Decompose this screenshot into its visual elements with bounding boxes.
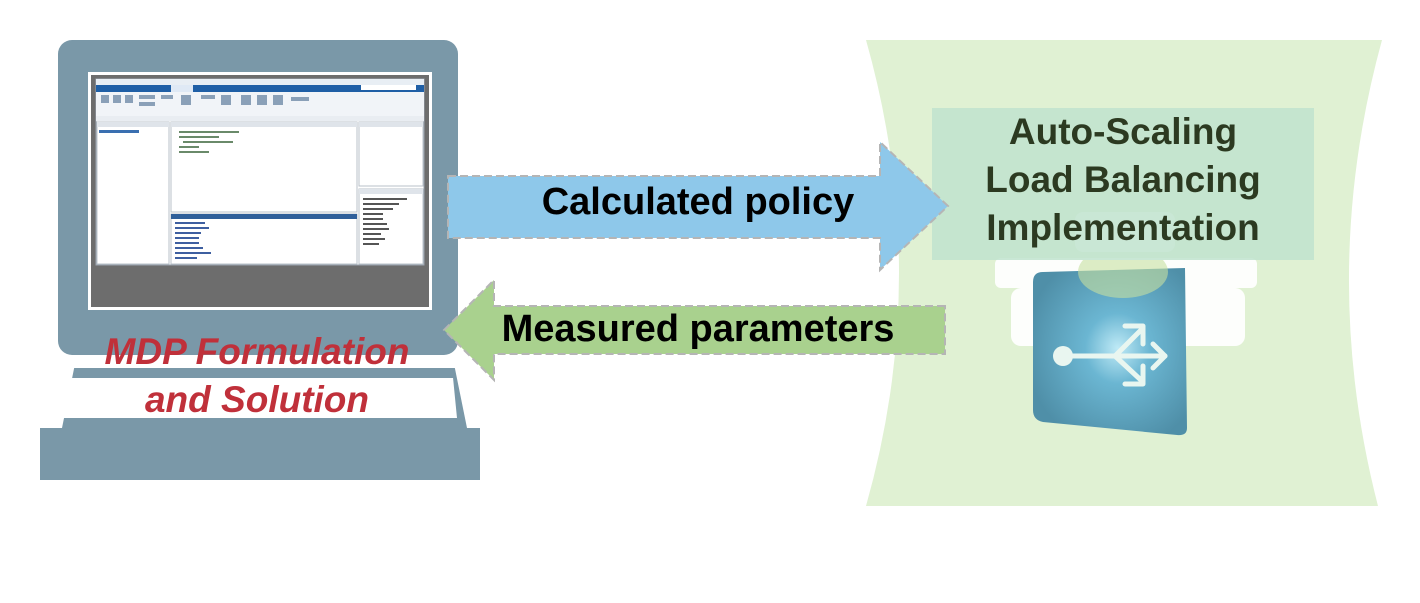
stand-label-panel <box>62 378 457 418</box>
matlab-window-image <box>91 75 429 307</box>
system-title-line1: Auto-Scaling <box>1008 111 1238 152</box>
system-title-line3: Implementation <box>986 207 1260 248</box>
measured-parameters-arrow <box>442 277 946 383</box>
computer-label: MDP Formulation and Solution <box>62 328 452 424</box>
matlab-screenshot <box>88 72 432 310</box>
computer-label-line1: MDP Formulation <box>104 331 410 372</box>
calculated-policy-label: Calculated policy <box>541 181 855 223</box>
arrows-layer <box>442 140 950 383</box>
system-title: Auto-Scaling Load Balancing Implementati… <box>932 108 1314 252</box>
title-box <box>932 108 1314 260</box>
load-balancer-icon <box>1033 260 1187 436</box>
measured-parameters-label: Measured parameters <box>501 308 895 350</box>
computer-label-line2: and Solution <box>144 379 370 420</box>
computer-base <box>40 428 480 480</box>
system-title-line2: Load Balancing <box>985 159 1261 200</box>
calculated-policy-arrow <box>447 140 950 273</box>
